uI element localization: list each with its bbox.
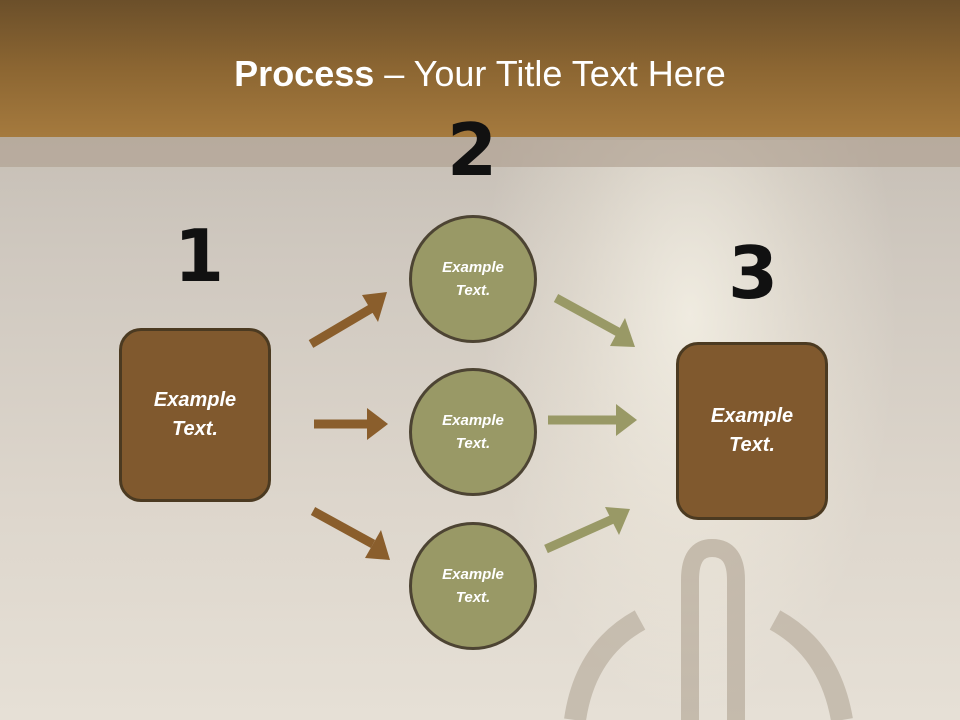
step-number-2: 2 [446, 108, 498, 192]
left-process-box: Example Text. [119, 328, 271, 502]
step-number-1: 1 [173, 214, 225, 298]
arrow-bottom-to-right [544, 507, 630, 554]
circle-top: Example Text. [409, 215, 537, 343]
arrow-middle-to-right [548, 404, 637, 436]
title-bar [0, 0, 960, 137]
title-rest: – Your Title Text Here [374, 53, 726, 94]
arrow-left-to-top [308, 292, 387, 348]
title-bar-strip [0, 137, 960, 167]
circle-middle: Example Text. [409, 368, 537, 496]
slide-title: Process – Your Title Text Here [0, 52, 960, 96]
arrow-left-to-middle [314, 408, 388, 440]
arrow-top-to-right [553, 294, 635, 347]
right-process-box: Example Text. [676, 342, 828, 520]
title-bold: Process [234, 53, 375, 94]
arrow-left-to-bottom [310, 507, 390, 560]
step-number-3: 3 [727, 231, 779, 315]
circle-bottom: Example Text. [409, 522, 537, 650]
